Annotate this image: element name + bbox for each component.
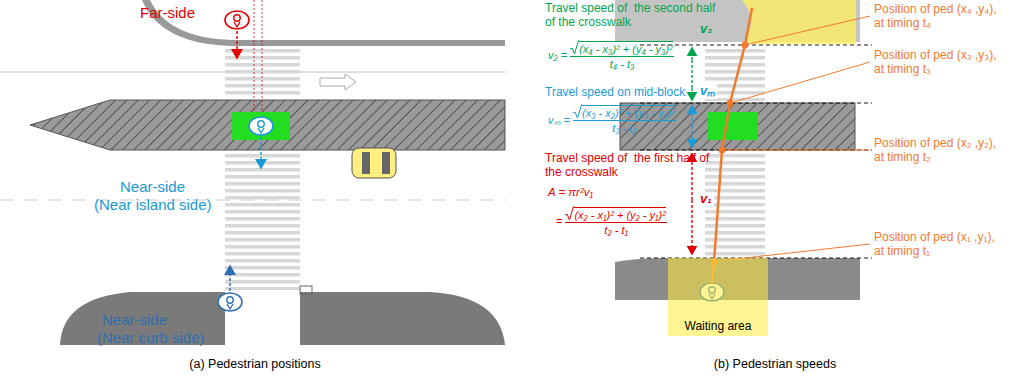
annotation-label: v₂ <box>700 22 712 37</box>
right-crosswalk-part-part <box>734 62 870 102</box>
annotation-label: Near-side <box>102 311 167 328</box>
left-road-part <box>262 0 263 110</box>
right-crosswalk-part-part <box>719 147 726 154</box>
radical-sign <box>565 206 574 221</box>
radical-sign <box>570 40 579 55</box>
annotation-label: at timing t₂ <box>874 151 931 165</box>
subfigure-caption: (a) Pedestrian positions <box>130 357 380 371</box>
left-road-part-part <box>218 293 242 311</box>
speed-formula: vₘ = (x₃ - x₂)² + (y₃ - y₂)² t₃ - t₂ <box>548 104 676 134</box>
left-road-part <box>236 31 238 58</box>
subfigure-caption: (b) Pedestrian speeds <box>650 357 900 371</box>
speed-formula: v₂ = (x₄ - x₃)² + (y₄ - y₃)² t₄ - t₃ <box>548 40 674 70</box>
right-crosswalk-part <box>691 60 692 88</box>
left-road-part <box>30 100 505 150</box>
left-road-part <box>300 292 505 345</box>
left-road-part-part <box>227 297 233 303</box>
annotation-label: v₁ <box>698 192 714 207</box>
numerator: (x₃ - x₂)² + (y₃ - y₂)² <box>573 104 676 121</box>
right-crosswalk-part <box>712 8 752 284</box>
annotation-label: Far-side <box>140 4 195 21</box>
formula-lhs: v₂ = <box>548 49 567 61</box>
right-crosswalk-part <box>691 48 692 60</box>
left-road-part <box>352 148 396 178</box>
radical-sign <box>573 104 582 119</box>
left-road-part <box>382 152 390 174</box>
annotation-label: at timing t₃ <box>874 63 931 77</box>
annotation-label: Position of ped (x₃ ,y₃), <box>874 49 997 63</box>
right-crosswalk-part-part <box>726 150 870 151</box>
right-crosswalk-part <box>691 88 692 100</box>
left-road-part <box>142 0 505 46</box>
right-crosswalk-part <box>691 106 692 126</box>
annotation-label: at timing t₁ <box>874 245 930 259</box>
speed-formula: = (x₂ - x₁)² + (y₂ - y₁)² t₂ - t₁ <box>556 206 667 236</box>
radical-stroke <box>573 105 582 119</box>
radical-stroke <box>570 41 579 55</box>
formula-denominator: t₄ - t₃ <box>610 57 635 70</box>
left-road-part <box>362 152 370 174</box>
left-road-part-part <box>249 117 273 135</box>
left-road-part <box>254 0 255 110</box>
annotation-label: Travel speed of the second half of the c… <box>545 2 727 30</box>
formula-denominator: t₂ - t₁ <box>604 223 628 236</box>
left-road-part <box>225 11 249 29</box>
formula-numerator: (x₂ - x₁)² + (y₂ - y₁)² <box>574 207 665 221</box>
left-road-part-part <box>234 22 240 27</box>
formula-lhs: = <box>556 215 562 227</box>
formula-lhs: vₘ = <box>548 112 570 127</box>
right-crosswalk-part-part <box>742 42 749 49</box>
right-crosswalk-part <box>691 200 692 254</box>
annotation-label: A = πr²v₁ <box>548 186 593 199</box>
formula-numerator: (x₃ - x₂)² + (y₃ - y₂)² <box>582 105 675 119</box>
left-road-part-part <box>258 128 264 133</box>
left-road-part <box>260 137 262 168</box>
right-crosswalk-part-part <box>727 100 734 107</box>
annotation-label: at timing t₄ <box>874 17 931 31</box>
left-road-part-part <box>227 304 233 309</box>
right-crosswalk-part <box>742 0 856 44</box>
right-crosswalk-part-part <box>749 16 870 44</box>
formula-numerator: (x₄ - x₃)² + (y₄ - y₃)² <box>579 41 673 55</box>
left-road-part <box>225 153 300 290</box>
numerator: (x₂ - x₁)² + (y₂ - y₁)² <box>565 206 666 223</box>
right-crosswalk-part <box>705 152 765 256</box>
left-road-part-part <box>258 121 264 127</box>
right-crosswalk-part-part <box>640 45 872 46</box>
annotation-label: Position of ped (x₄ ,y₄), <box>874 3 997 17</box>
annotation-label: Position of ped (x₂ ,y₂), <box>874 137 996 151</box>
radical-stroke <box>565 207 574 221</box>
annotation-label: Travel speed on mid-block <box>545 86 685 100</box>
numerator: (x₄ - x₃)² + (y₄ - y₃)² <box>570 40 674 57</box>
fraction: (x₄ - x₃)² + (y₄ - y₃)² t₄ - t₃ <box>570 40 674 70</box>
left-road-part-part <box>234 15 240 21</box>
left-road-part <box>320 74 356 90</box>
right-crosswalk-part <box>691 126 692 147</box>
left-road-part <box>225 48 300 98</box>
formula-denominator: t₃ - t₂ <box>612 121 636 134</box>
annotation-label: (Near curb side) <box>97 329 205 346</box>
right-crosswalk-part-part <box>640 150 872 151</box>
left-road <box>0 0 505 345</box>
annotation-label: vₘ <box>698 84 717 99</box>
fraction: (x₃ - x₂)² + (y₃ - y₂)² t₃ - t₂ <box>573 104 676 134</box>
annotation-label: Near-side <box>120 178 185 195</box>
left-road-part <box>218 293 242 311</box>
annotation-label: (Near island side) <box>94 196 212 213</box>
right-crosswalk-part <box>708 112 758 140</box>
area-label: Waiting area <box>668 319 768 333</box>
left-road-part <box>232 112 290 140</box>
right-crosswalk-part <box>718 16 870 261</box>
left-road-part <box>300 286 312 294</box>
left-road-part-part <box>225 11 249 29</box>
annotation-label: Position of ped (x₁ ,y₁), <box>874 231 995 245</box>
waiting-area: Waiting area <box>668 258 768 336</box>
annotation-label: Travel speed of the first half of the cr… <box>545 152 727 180</box>
left-road-part <box>249 117 273 135</box>
fraction: (x₂ - x₁)² + (y₂ - y₁)² t₂ - t₁ <box>565 206 666 236</box>
right-crosswalk-part <box>711 42 749 266</box>
left-road-part <box>229 266 231 291</box>
